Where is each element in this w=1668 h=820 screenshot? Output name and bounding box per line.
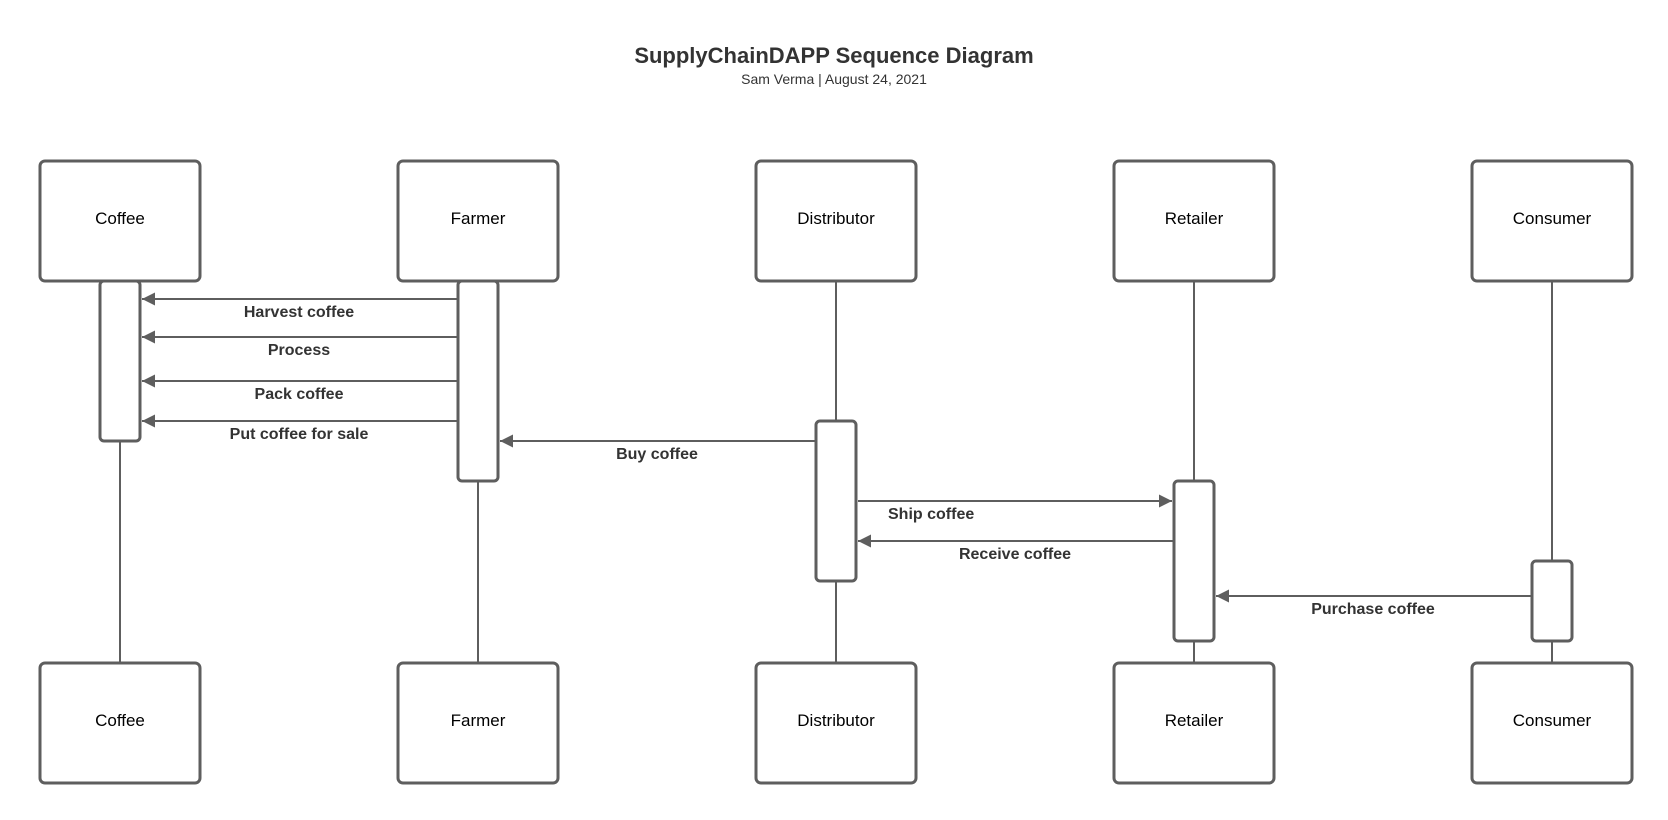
diagram-header: SupplyChainDAPP Sequence Diagram Sam Ver… [0,42,1668,88]
participant-box-farmer-bottom [396,661,560,785]
participant-label-distributor-top: Distributor [797,209,875,228]
message-arrows [142,292,1532,603]
diagram-subtitle: Sam Verma | August 24, 2021 [741,71,927,87]
participant-box-consumer-bottom [1470,661,1634,785]
message-labels: Harvest coffee Process Pack coffee Put c… [230,304,1435,618]
participant-labels-top: Coffee Farmer Distributor Retailer Consu… [95,209,1591,228]
participant-box-retailer-top [1112,159,1276,283]
participant-label-consumer-bottom: Consumer [1513,711,1592,730]
message-label-harvest-coffee: Harvest coffee [244,304,354,321]
message-label-process: Process [268,342,330,359]
diagram-title: SupplyChainDAPP Sequence Diagram [634,43,1034,68]
activation-bars [98,279,1574,643]
activation-bar-coffee [98,279,142,443]
message-label-receive-coffee: Receive coffee [959,546,1071,563]
participant-label-retailer-bottom: Retailer [1165,711,1224,730]
activation-bar-retailer [1172,479,1216,643]
participant-box-distributor-bottom [754,661,918,785]
activation-bar-distributor [814,419,858,583]
message-label-pack-coffee: Pack coffee [255,386,344,403]
message-label-put-coffee-for-sale: Put coffee for sale [230,426,369,443]
participant-box-distributor-top [754,159,918,283]
message-label-purchase-coffee: Purchase coffee [1311,601,1435,618]
participants-bottom [38,661,1634,785]
activation-bar-consumer [1530,559,1574,643]
participant-label-distributor-bottom: Distributor [797,711,875,730]
message-label-ship-coffee: Ship coffee [888,506,974,523]
participant-label-coffee-bottom: Coffee [95,711,145,730]
participant-label-coffee-top: Coffee [95,209,145,228]
participant-label-farmer-bottom: Farmer [451,711,506,730]
participant-labels-bottom: Coffee Farmer Distributor Retailer Consu… [95,711,1591,730]
activation-bar-farmer [456,279,500,483]
participant-label-consumer-top: Consumer [1513,209,1592,228]
participant-box-consumer-top [1470,159,1634,283]
participant-box-coffee-bottom [38,661,202,785]
message-label-buy-coffee: Buy coffee [616,446,698,463]
participant-box-retailer-bottom [1112,661,1276,785]
participant-label-farmer-top: Farmer [451,209,506,228]
participant-label-retailer-top: Retailer [1165,209,1224,228]
